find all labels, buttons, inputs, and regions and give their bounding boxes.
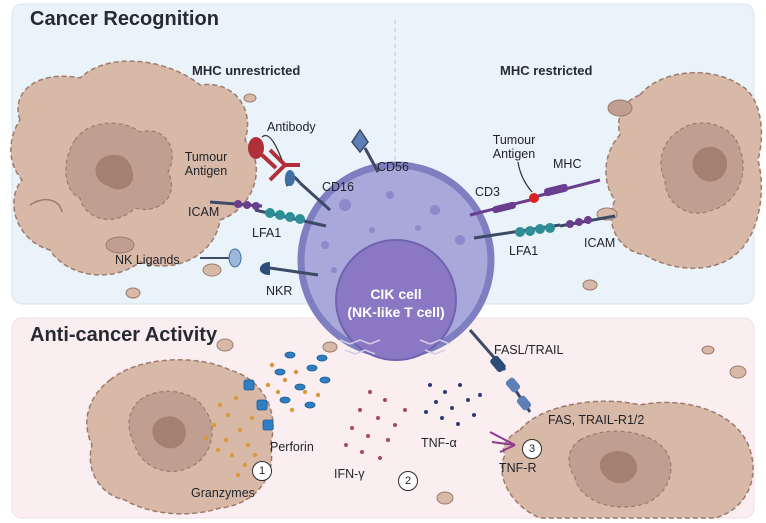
anti-cancer-activity-title: Anti-cancer Activity — [30, 324, 218, 346]
tumour-antigen-right-line1: Tumour — [492, 133, 536, 147]
cd56-label: CD56 — [377, 160, 409, 174]
step-1-badge: 1 — [252, 461, 272, 481]
tumour-antigen-right — [529, 193, 539, 203]
cd3-tcr — [469, 198, 531, 217]
icam-left — [209, 200, 263, 210]
tumour-antigen-left-line1: Tumour — [184, 150, 228, 164]
cik-cell — [297, 161, 495, 361]
fas-trail-receptor — [505, 377, 532, 413]
antibody-arrow — [261, 134, 283, 161]
granzyme-dots — [203, 362, 321, 478]
tnf-alpha-label: TNF-α — [421, 436, 457, 450]
step-2-badge: 2 — [398, 471, 418, 491]
cd16-label: CD16 — [322, 180, 354, 194]
tumour-cell-top-right — [605, 72, 763, 269]
cd16-receptor — [284, 170, 332, 212]
tumour-cell-bottom-left — [86, 359, 274, 515]
tumour-antigen-left-line2: Antigen — [184, 164, 228, 179]
cd3-label: CD3 — [475, 185, 501, 199]
granzymes-label: Granzymes — [191, 486, 255, 500]
lfa1-right-label: LFA1 — [509, 244, 539, 258]
perforin-label: Perforin — [270, 440, 314, 454]
cik-cell-label-line2: (NK-like T cell) — [347, 304, 445, 321]
tumour-antigen-right-label: Tumour Antigen — [484, 133, 544, 162]
fasl-trail-label: FASL/TRAIL — [494, 343, 564, 357]
nk-ligand — [200, 248, 242, 268]
fasl-trail — [468, 329, 507, 373]
cik-cell-label: CIK cell (NK-like T cell) — [336, 285, 456, 321]
cancer-recognition-title: Cancer Recognition — [30, 8, 219, 30]
tnf-receptor — [489, 431, 516, 453]
lfa1-left-label: LFA1 — [252, 226, 282, 240]
icam-right — [559, 214, 616, 228]
tumour-antigen-left — [248, 137, 264, 159]
mhc-unrestricted-subtitle: MHC unrestricted — [192, 63, 301, 78]
tumour-antigen-right-line2: Antigen — [492, 147, 536, 162]
tnf-alpha-dots — [424, 383, 482, 426]
antibody-label: Antibody — [267, 120, 316, 134]
lfa1-left — [254, 208, 327, 228]
mhc-label: MHC — [553, 157, 582, 171]
icam-left-label: ICAM — [188, 205, 220, 219]
fas-trail-r-label: FAS, TRAIL-R1/2 — [548, 413, 645, 427]
debris — [125, 93, 747, 505]
tumour-cell-bottom-right — [501, 400, 754, 519]
ifn-gamma-label: IFN-γ — [334, 467, 365, 481]
step-3-badge: 3 — [522, 439, 542, 459]
mhc-molecule — [537, 178, 601, 198]
lfa1-right — [473, 223, 561, 240]
ifn-gamma-dots — [344, 390, 407, 460]
icam-right-label: ICAM — [584, 236, 616, 250]
perforin-pores — [243, 351, 331, 431]
cik-cell-label-line1: CIK cell — [370, 286, 422, 302]
tnf-r-label: TNF-R — [499, 461, 537, 475]
nkr-label: NKR — [266, 284, 293, 298]
tumour-antigen-left-label: Tumour Antigen — [176, 150, 236, 179]
mhc-restricted-subtitle: MHC restricted — [500, 63, 593, 78]
tumour-cell-top-left — [10, 60, 257, 276]
nk-ligands-label: NK Ligands — [115, 253, 180, 267]
antibody — [260, 148, 300, 182]
antigen-arrow — [517, 161, 533, 193]
nkr-receptor — [259, 262, 319, 277]
cd56-receptor — [351, 128, 380, 173]
